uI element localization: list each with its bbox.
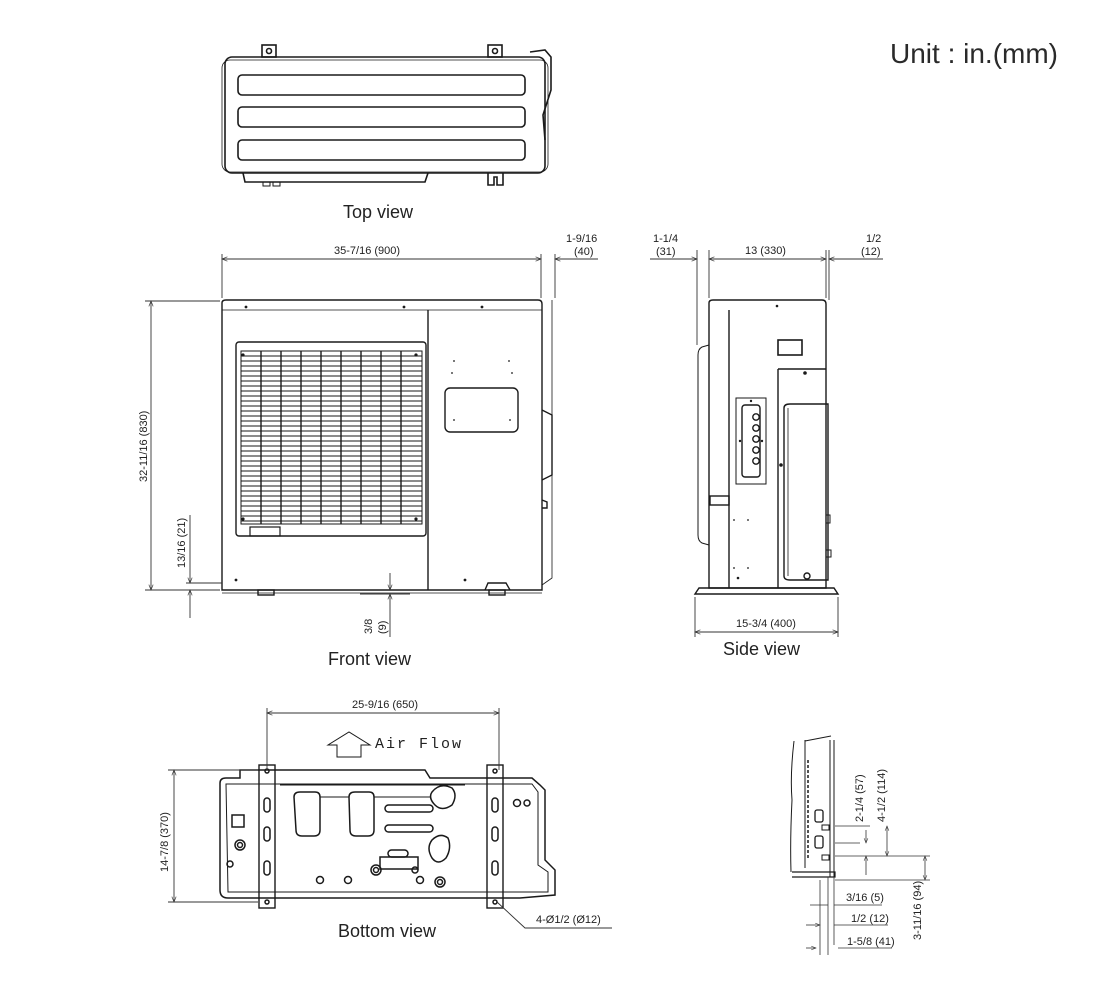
detail-pipe-spacing-2: 4-1/2 (114) [876, 769, 888, 822]
side-left-offset-dim-mm: (31) [656, 246, 676, 258]
detail-offset-c: 1-5/8 (41) [847, 936, 895, 948]
front-view-drawing [221, 299, 553, 596]
front-protrusion-dim-in: 1-9/16 [566, 233, 598, 245]
side-depth-dim: 13 (330) [745, 245, 786, 257]
front-foot-height-dim: 13/16 (21) [176, 517, 188, 568]
side-base-depth-dim: 15-3/4 (400) [736, 618, 796, 630]
airflow-label: Air Flow [375, 736, 464, 753]
front-width-dim: 35-7/16 (900) [334, 245, 401, 257]
side-view-screws [733, 304, 807, 580]
front-view-title: Front view [328, 649, 412, 669]
side-left-offset-dim-in: 1-1/4 [653, 233, 679, 245]
front-foot-offset-dim-in: 3/8 [363, 618, 375, 634]
side-right-offset-dim-mm: (12) [861, 246, 881, 258]
unit-label: Unit : in.(mm) [890, 38, 1058, 69]
front-view-dimension-lines [145, 254, 598, 637]
top-view-title: Top view [343, 202, 414, 222]
detail-pipe-spacing-1: 2-1/4 (57) [854, 774, 866, 822]
top-view-drawing [221, 44, 552, 187]
pipe-detail-drawing [790, 735, 836, 878]
side-right-offset-dim-in: 1/2 [866, 233, 882, 245]
side-view-dimension-lines [650, 250, 883, 637]
bottom-depth-dim: 14-7/8 (370) [159, 812, 171, 872]
bottom-view-dimension-lines [168, 708, 612, 929]
front-protrusion-dim-mm: (40) [574, 246, 594, 258]
bottom-view-title: Bottom view [338, 921, 437, 941]
pipe-detail-dimension-lines [806, 825, 930, 955]
front-height-dim: 32-11/16 (830) [138, 410, 150, 482]
airflow-arrow-icon [326, 731, 372, 758]
fan-grille [241, 351, 422, 524]
front-view-screws [234, 305, 513, 582]
detail-pipe-height: 3-11/16 (94) [912, 880, 924, 940]
detail-offset-a: 3/16 (5) [846, 892, 884, 904]
side-view-drawing [693, 299, 840, 595]
bottom-pitch-dim: 25-9/16 (650) [352, 699, 419, 711]
bottom-view-drawing [219, 764, 556, 909]
bottom-holes-dim: 4-Ø1/2 (Ø12) [536, 914, 601, 926]
side-view-title: Side view [723, 639, 801, 659]
detail-offset-b: 1/2 (12) [851, 913, 889, 925]
front-foot-offset-dim-mm: (9) [377, 620, 389, 634]
